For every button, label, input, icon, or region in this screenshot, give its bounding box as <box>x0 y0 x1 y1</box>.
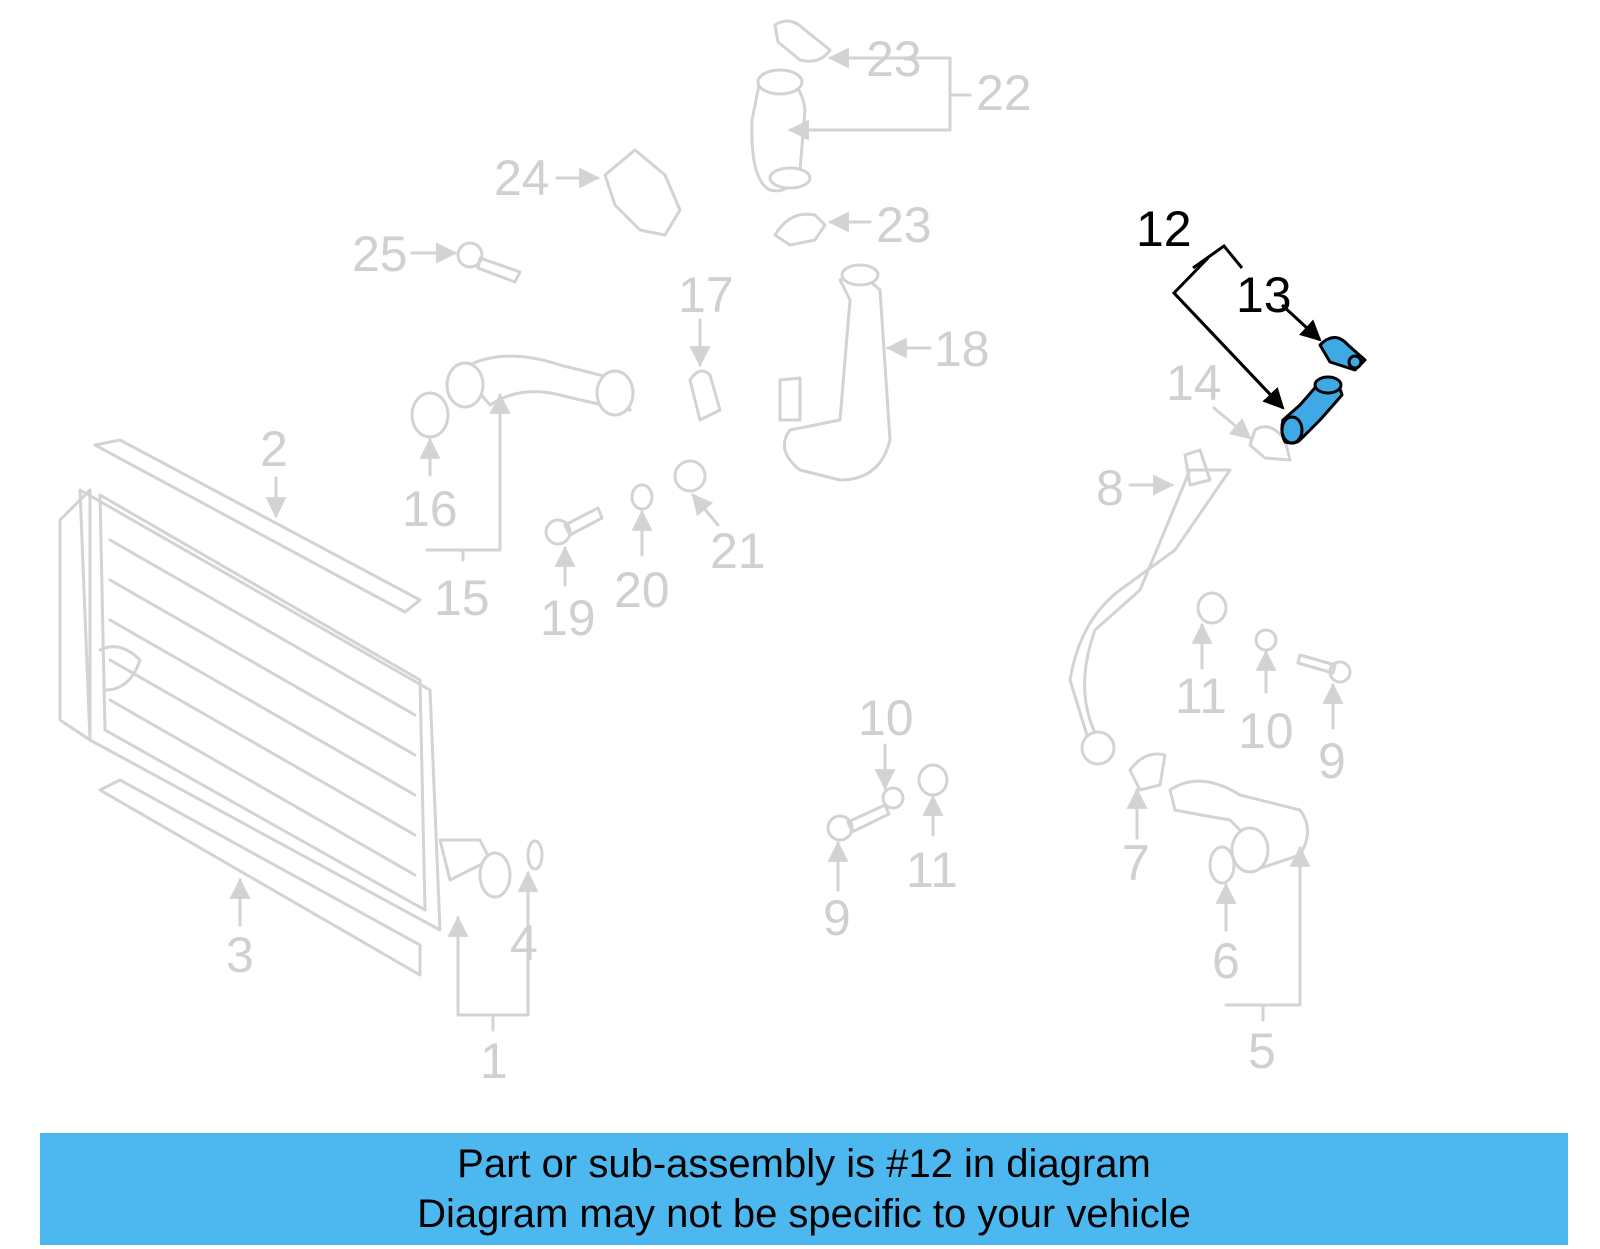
callout-25: 25 <box>352 226 408 282</box>
callout-19: 19 <box>540 590 596 646</box>
nut-20-part <box>630 483 654 511</box>
hose-15-part <box>410 354 635 439</box>
info-banner: Part or sub-assembly is #12 in diagram D… <box>40 1133 1568 1245</box>
bushing-11-right-part <box>1196 591 1228 625</box>
callout-13: 13 <box>1236 267 1292 323</box>
callout-8: 8 <box>1096 460 1124 516</box>
clamp-7-part <box>1128 752 1167 792</box>
pipe-8-part <box>1068 448 1232 766</box>
banner-line-2: Diagram may not be specific to your vehi… <box>417 1192 1191 1236</box>
leader-lines <box>229 47 1344 1032</box>
bolt-25-part <box>456 241 522 284</box>
callout-12: 12 <box>1136 201 1192 257</box>
callout-21: 21 <box>710 523 766 579</box>
callout-16: 16 <box>402 481 458 537</box>
callout-9-center: 9 <box>823 890 851 946</box>
callout-5: 5 <box>1248 1023 1276 1079</box>
callout-23-lower: 23 <box>876 197 932 253</box>
callout-15: 15 <box>434 570 490 626</box>
callout-23-upper: 23 <box>866 31 922 87</box>
callout-10-right: 10 <box>1238 703 1294 759</box>
callout-22: 22 <box>976 65 1032 121</box>
callout-17: 17 <box>678 267 734 323</box>
nut-10-right-part <box>1254 628 1278 652</box>
clamp-13-highlighted-part <box>1318 336 1367 372</box>
bushing-11-center-part <box>917 763 949 797</box>
callout-4: 4 <box>510 915 538 971</box>
hose-22-part <box>750 68 812 193</box>
bolt-9-right-part <box>1296 653 1352 684</box>
callout-1: 1 <box>480 1033 508 1089</box>
callout-7: 7 <box>1122 835 1150 891</box>
callout-3: 3 <box>226 927 254 983</box>
callout-labels: 1 2 3 4 5 6 7 8 9 9 10 10 11 11 12 13 14… <box>226 31 1346 1089</box>
pipe-18-part <box>778 263 892 482</box>
hose-12-highlighted-part <box>1280 375 1344 445</box>
callout-6: 6 <box>1212 933 1240 989</box>
sensor-24-part <box>603 148 682 237</box>
callout-14: 14 <box>1166 355 1222 411</box>
clamp-23-lower-part <box>773 212 827 247</box>
parts-diagram: 1 2 3 4 5 6 7 8 9 9 10 10 11 11 12 13 14… <box>58 19 1367 1089</box>
clamp-14-part <box>1248 425 1292 462</box>
clip-17-part <box>688 369 722 422</box>
upper-air-guide-part <box>93 438 422 614</box>
hose-5-part <box>1168 779 1309 885</box>
lower-air-guide-part <box>98 778 422 977</box>
bolt-9-center-part <box>826 803 891 842</box>
callout-24: 24 <box>494 150 550 206</box>
callout-10-center: 10 <box>858 690 914 746</box>
highlight-leader-lines <box>1171 243 1322 410</box>
bolt-19-part <box>544 506 604 546</box>
callout-2: 2 <box>260 421 288 477</box>
intercooler-part <box>58 488 544 932</box>
callout-11-center: 11 <box>906 842 958 898</box>
banner-line-1: Part or sub-assembly is #12 in diagram <box>457 1142 1151 1186</box>
callout-11-right: 11 <box>1175 668 1227 724</box>
nut-10-center-part <box>881 786 905 810</box>
callout-18: 18 <box>934 321 990 377</box>
bushing-21-part <box>673 459 707 493</box>
clamp-23-upper-part <box>773 19 832 63</box>
callout-20: 20 <box>614 562 670 618</box>
callout-9-right: 9 <box>1318 733 1346 789</box>
